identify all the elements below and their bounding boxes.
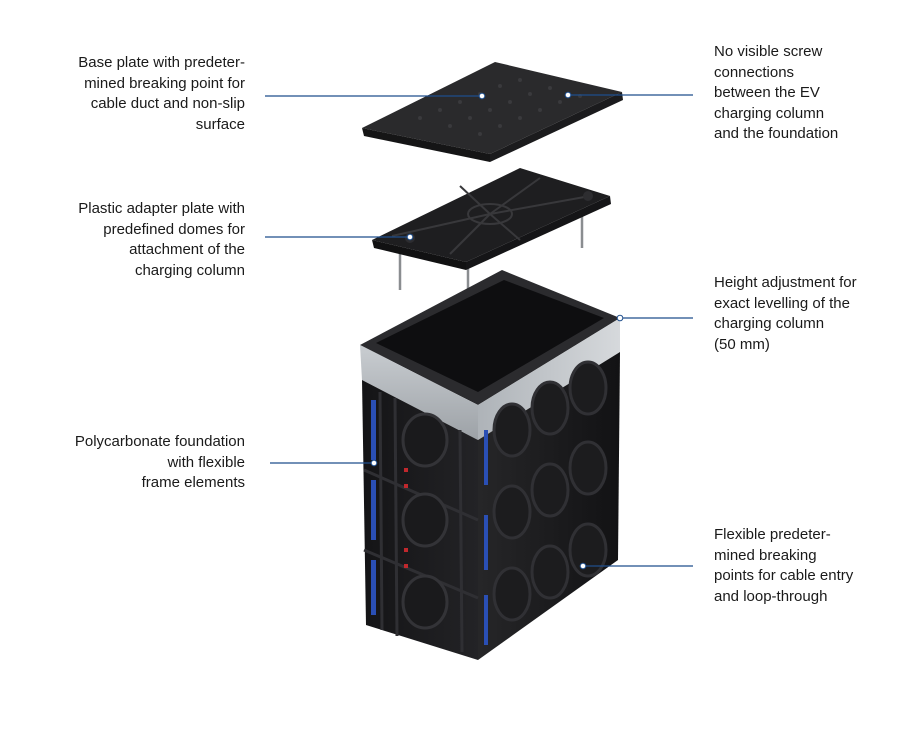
foundation-graphic <box>360 270 620 660</box>
callout-base-plate: Base plate with predeter- mined breaking… <box>78 54 245 133</box>
callout-adapter-plate: Plastic adapter plate with predefined do… <box>78 200 245 279</box>
leader-height-adjustment-dot <box>616 314 624 322</box>
leader-foundation-dot <box>370 459 378 467</box>
callout-no-screws: No visible screw connections between the… <box>714 43 839 142</box>
leader-no-screws-dot <box>564 91 572 99</box>
leader-lines <box>265 91 693 570</box>
callout-foundation: Polycarbonate foundation with flexible f… <box>74 433 245 491</box>
callout-height-adjustment: Height adjustment for exact levelling of… <box>714 274 857 353</box>
leader-adapter-plate-dot <box>406 233 414 241</box>
base-plate-graphic <box>362 62 623 162</box>
callout-breaking-points: Flexible predeter- mined breaking points… <box>714 526 854 605</box>
leader-base-plate-dot <box>478 92 486 100</box>
adapter-plate-graphic <box>372 168 611 300</box>
leader-breaking-points-dot <box>579 562 587 570</box>
